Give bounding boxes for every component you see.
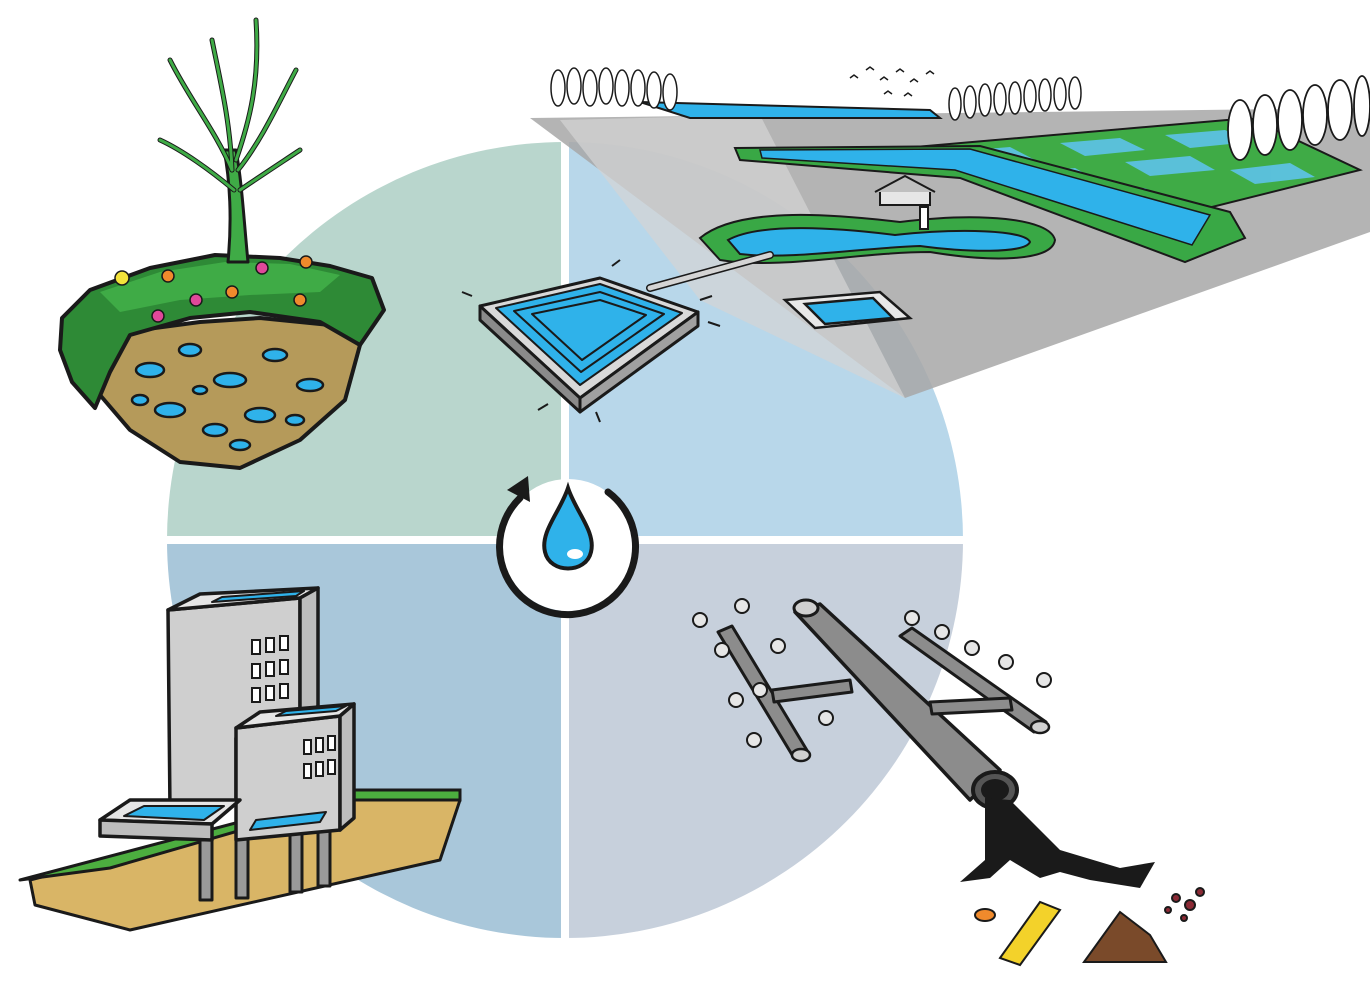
sewer-pipe-outfall-icon — [692, 598, 1205, 967]
quadrant-bottom-right — [565, 540, 963, 938]
birds — [849, 66, 935, 97]
tree-row-middle — [948, 76, 1082, 121]
rainwater-basin-icon — [530, 66, 1370, 398]
green-roof-building-icon — [18, 586, 462, 932]
pump-house — [874, 174, 936, 230]
water-cycle-drop-icon — [496, 476, 639, 619]
outflow-stream — [960, 798, 1155, 888]
soil-tree-icon — [58, 17, 386, 470]
tree-row-right — [1227, 75, 1370, 161]
tree-row-left — [550, 67, 678, 111]
storage-tank-icon — [461, 259, 721, 423]
pollutants — [974, 887, 1205, 967]
small-basin — [782, 290, 913, 330]
